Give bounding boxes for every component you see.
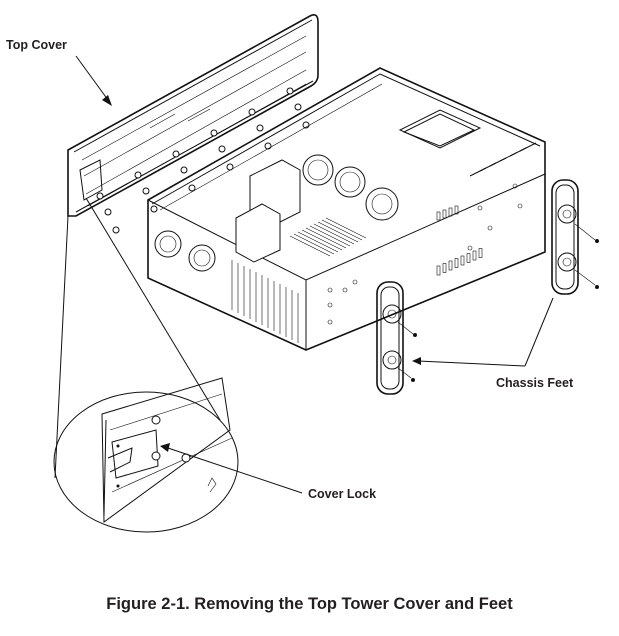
vent-slot: [436, 211, 441, 221]
memory-module: [313, 223, 355, 245]
vent-slot: [454, 258, 459, 268]
cover-screw: [264, 142, 272, 150]
memory-module: [325, 217, 367, 239]
cover-lock-label: Cover Lock: [308, 487, 377, 501]
vent-slot: [448, 207, 453, 217]
cover-screw: [294, 103, 302, 111]
vent-slot: [478, 248, 483, 258]
cover-lock-arrow: [160, 443, 303, 494]
vent-slot: [448, 260, 453, 271]
chassis-feet-arrows: [412, 297, 554, 367]
cover-screw: [256, 124, 264, 132]
cover-screw: [188, 184, 196, 192]
cover-screw: [248, 108, 256, 116]
cover-screw: [180, 166, 188, 174]
cover-screw: [142, 187, 150, 195]
mount-hole: [477, 205, 483, 211]
mount-hole: [512, 183, 518, 189]
cover-screw: [172, 150, 180, 158]
cover-screw: [286, 87, 294, 95]
memory-module: [301, 229, 343, 251]
memory-module: [305, 227, 347, 249]
memory-module: [297, 231, 339, 253]
memory-module: [309, 225, 351, 247]
cover-screw: [218, 145, 226, 153]
memory-module: [289, 235, 331, 257]
top-cover-arrow: [75, 55, 112, 106]
memory-module: [293, 233, 335, 255]
mount-hole: [327, 302, 333, 308]
top-cover-label: Top Cover: [6, 38, 67, 52]
cover-screw: [104, 208, 112, 216]
vent-slot: [442, 263, 447, 273]
cover-screw: [150, 205, 158, 213]
vent-slot: [454, 205, 459, 215]
vent-slot: [442, 209, 447, 219]
top-cover-part: [67, 14, 319, 234]
cover-screw: [134, 171, 142, 179]
figure-caption: Figure 2-1. Removing the Top Tower Cover…: [106, 595, 513, 613]
mount-hole: [467, 245, 473, 251]
cover-screw: [112, 226, 120, 234]
vent-slot: [472, 250, 477, 261]
drive-slot: [519, 142, 537, 152]
memory-module: [321, 219, 363, 241]
chassis-feet-label: Chassis Feet: [496, 376, 574, 390]
mount-hole: [352, 279, 358, 285]
chassis-foot-rear: [551, 179, 599, 295]
vent-slot: [466, 253, 471, 263]
mount-hole: [327, 287, 333, 293]
mount-hole: [487, 225, 493, 231]
chassis-foot-front: [376, 281, 417, 395]
cover-screw: [210, 129, 218, 137]
chassis-body: [147, 67, 546, 351]
vent-slot: [460, 255, 465, 266]
cover-screw: [96, 192, 104, 200]
mount-hole: [517, 203, 523, 209]
vent-slot: [436, 265, 441, 276]
mount-hole: [342, 287, 348, 293]
memory-module: [317, 221, 359, 243]
mount-hole: [327, 319, 333, 325]
